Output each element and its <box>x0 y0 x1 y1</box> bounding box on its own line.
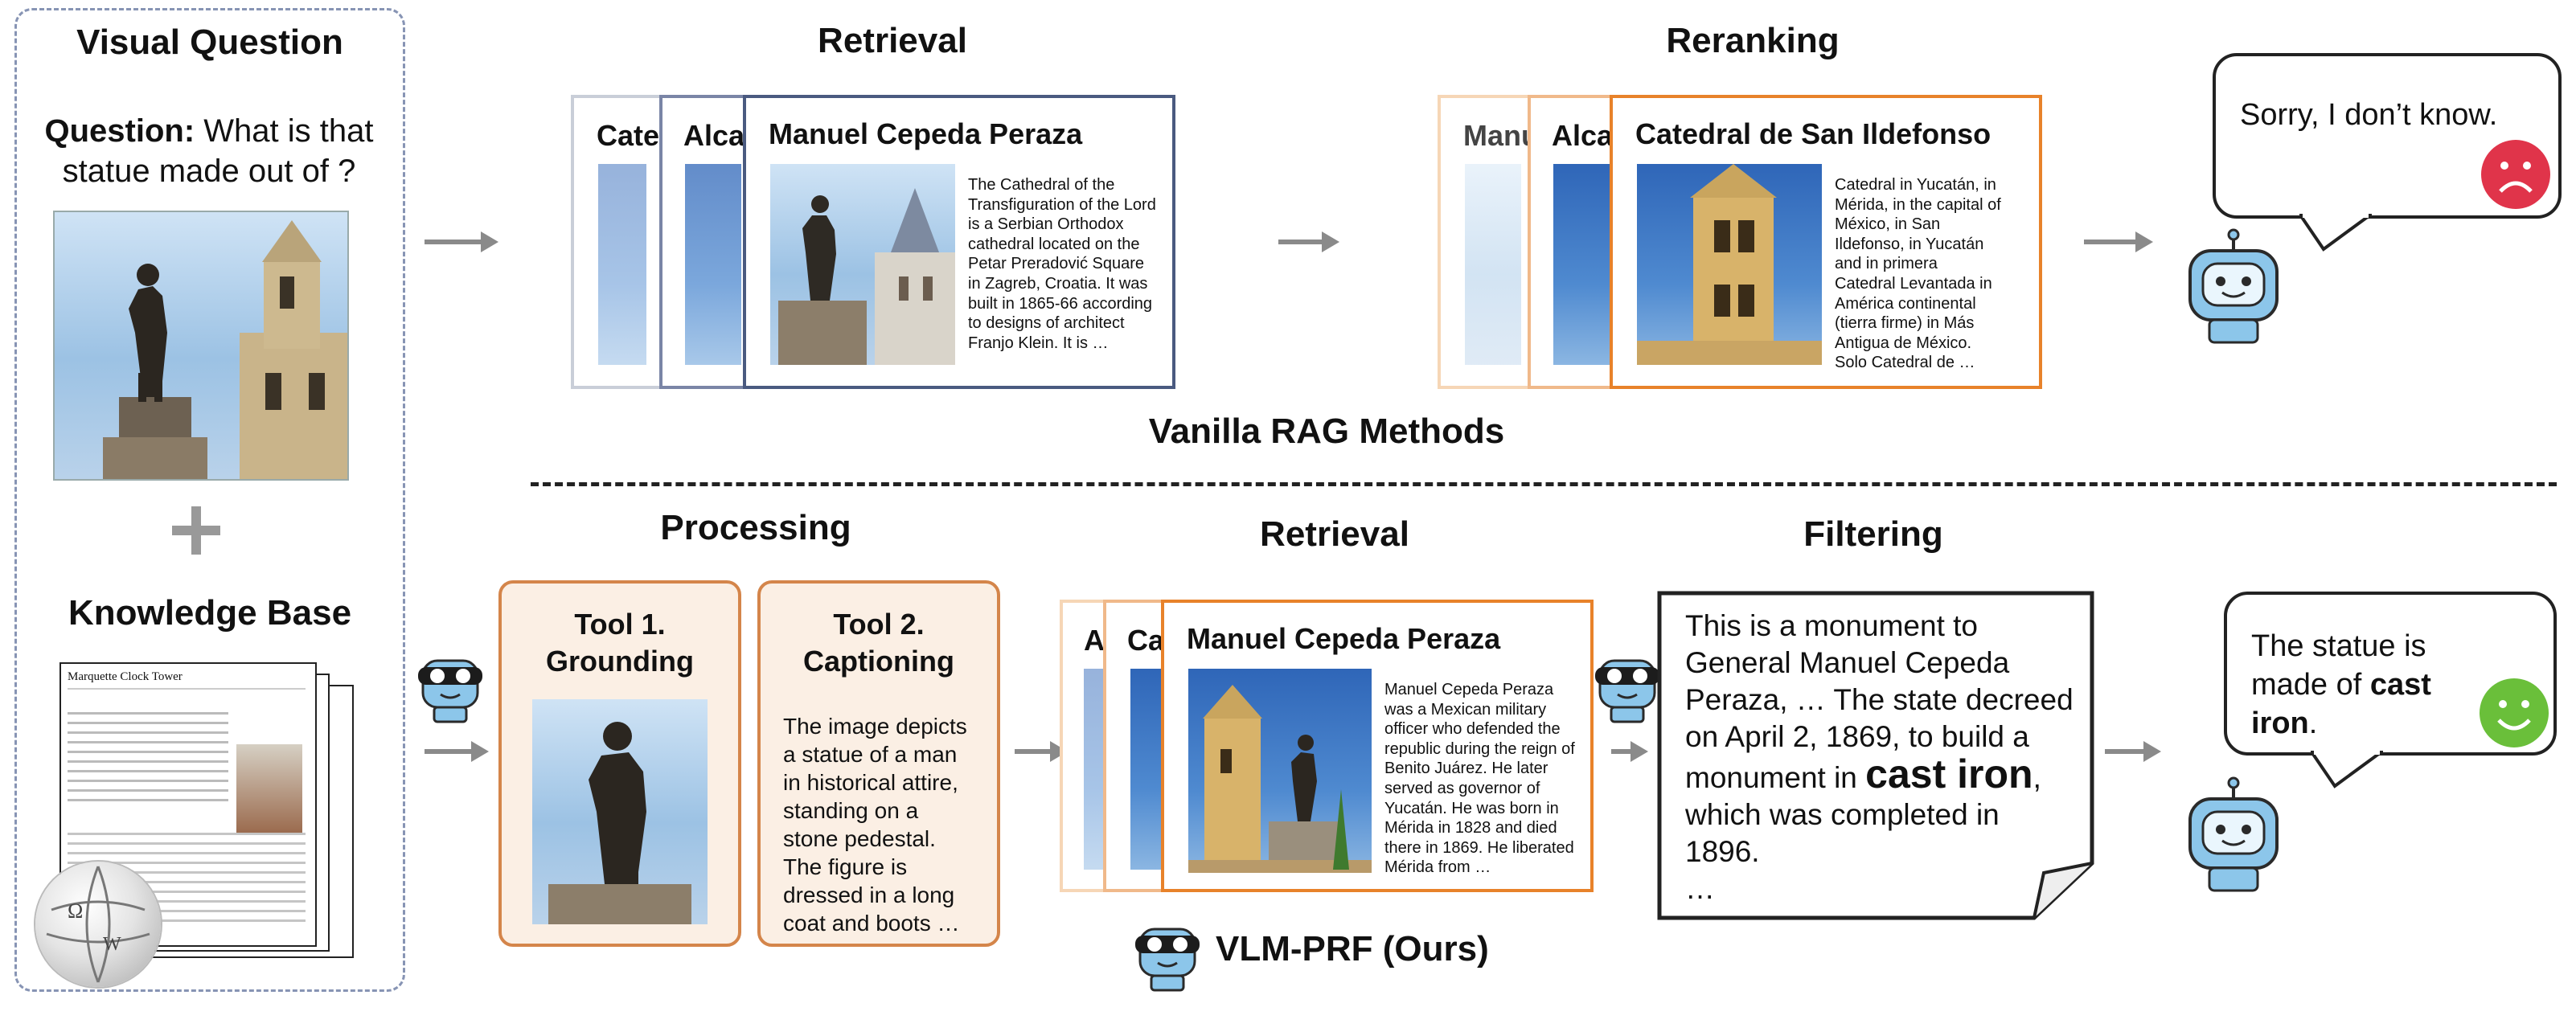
ours-answer-bubble: The statue is made of cast iron. <box>2224 592 2557 756</box>
retrieval-card-front: Manuel Cepeda Peraza The Cathedral of th… <box>743 95 1175 389</box>
ours-retrieval-card-text: Manuel Cepeda Peraza was a Mexican milit… <box>1384 681 1575 877</box>
query-image <box>53 211 349 481</box>
retrieval-card-image <box>770 164 955 365</box>
kb-text-lines <box>68 712 228 809</box>
happy-face-icon <box>2480 678 2549 747</box>
arrow-question-to-processing <box>425 741 489 762</box>
tool1-title: Tool 1. Grounding <box>546 608 694 678</box>
vlm-robot-icon-1 <box>418 659 482 723</box>
rerank-card-image <box>1637 164 1822 365</box>
robot-icon <box>2188 228 2279 344</box>
arrow-filtering-to-answer <box>2105 741 2161 762</box>
ours-retrieval-card-front: Manuel Cepeda Peraza Manuel Cepeda Peraz… <box>1161 600 1594 892</box>
arrow-reranking-to-answer <box>2084 231 2153 252</box>
rerank-card-front: Catedral de San Ildefonso Catedral in Yu… <box>1610 95 2042 389</box>
ours-bubble-tail <box>2311 751 2383 788</box>
kb-thumbnail <box>236 744 302 833</box>
vlm-prf-robot-icon <box>1135 928 1200 992</box>
vanilla-reranking-title: Reranking <box>1666 21 1840 60</box>
wikipedia-globe-icon: Ω W <box>35 862 161 987</box>
knowledge-base-heading: Knowledge Base <box>68 593 352 633</box>
robot-icon-bottom <box>2188 776 2279 892</box>
ours-retrieval-card-image <box>1188 669 1372 873</box>
vanilla-answer-bubble: Sorry, I don’t know. <box>2213 53 2562 219</box>
visual-question-panel <box>14 8 405 992</box>
question: Question: What is that statue made out o… <box>44 113 374 189</box>
processing-title: Processing <box>660 508 851 547</box>
arrow-retrieval-to-reranking <box>1278 231 1339 252</box>
arrow-processing-to-retrieval <box>1015 741 1068 762</box>
tool2-captioning-box: Tool 2. Captioning The image depicts a s… <box>757 580 1000 947</box>
grounding-crop-image <box>532 699 708 924</box>
filtering-note-shape <box>1657 591 2094 920</box>
filtering-title: Filtering <box>1803 514 1943 554</box>
arrow-question-to-retrieval <box>425 231 498 252</box>
plus-sign <box>172 506 220 555</box>
arrow-retrieval-to-filtering <box>1611 741 1648 762</box>
svg-text:Ω: Ω <box>68 899 83 923</box>
ours-retrieval-title: Retrieval <box>1260 514 1409 554</box>
rerank-card-title: Catedral de San Ildefonso <box>1635 117 1991 150</box>
retrieval-card-title: Manuel Cepeda Peraza <box>769 117 1083 150</box>
tool2-title: Tool 2. Captioning <box>803 608 954 678</box>
sad-face-icon <box>2481 140 2550 209</box>
filter-highlight: cast iron <box>1865 751 2033 797</box>
filtering-text: This is a monument to General Manuel Cep… <box>1685 609 2074 905</box>
svg-text:W: W <box>103 934 121 955</box>
tool1-grounding-box: Tool 1. Grounding <box>498 580 741 947</box>
kb-page-title: Marquette Clock Tower <box>68 670 183 683</box>
ours-answer-text: The statue is made of cast iron. <box>2251 629 2431 740</box>
vlm-prf-label: VLM-PRF (Ours) <box>1216 929 1489 969</box>
retrieval-card-text: The Cathedral of the Transfiguration of … <box>968 176 1156 352</box>
vanilla-retrieval-title: Retrieval <box>818 21 967 60</box>
vanilla-answer-text: Sorry, I don’t know. <box>2240 98 2498 132</box>
visual-question-heading: Visual Question <box>76 23 343 62</box>
ours-retrieval-card-title: Manuel Cepeda Peraza <box>1187 622 1501 655</box>
tool2-caption-text: The image depicts a statue of a man in h… <box>783 714 967 936</box>
vlm-robot-icon-2 <box>1595 659 1659 723</box>
rerank-card-text: Catedral in Yucatán, in Mérida, in the c… <box>1835 176 2001 372</box>
vanilla-section-label: Vanilla RAG Methods <box>1148 412 1505 451</box>
statue-photo <box>103 220 347 479</box>
vanilla-bubble-tail <box>2299 214 2372 252</box>
section-divider <box>531 482 2557 486</box>
